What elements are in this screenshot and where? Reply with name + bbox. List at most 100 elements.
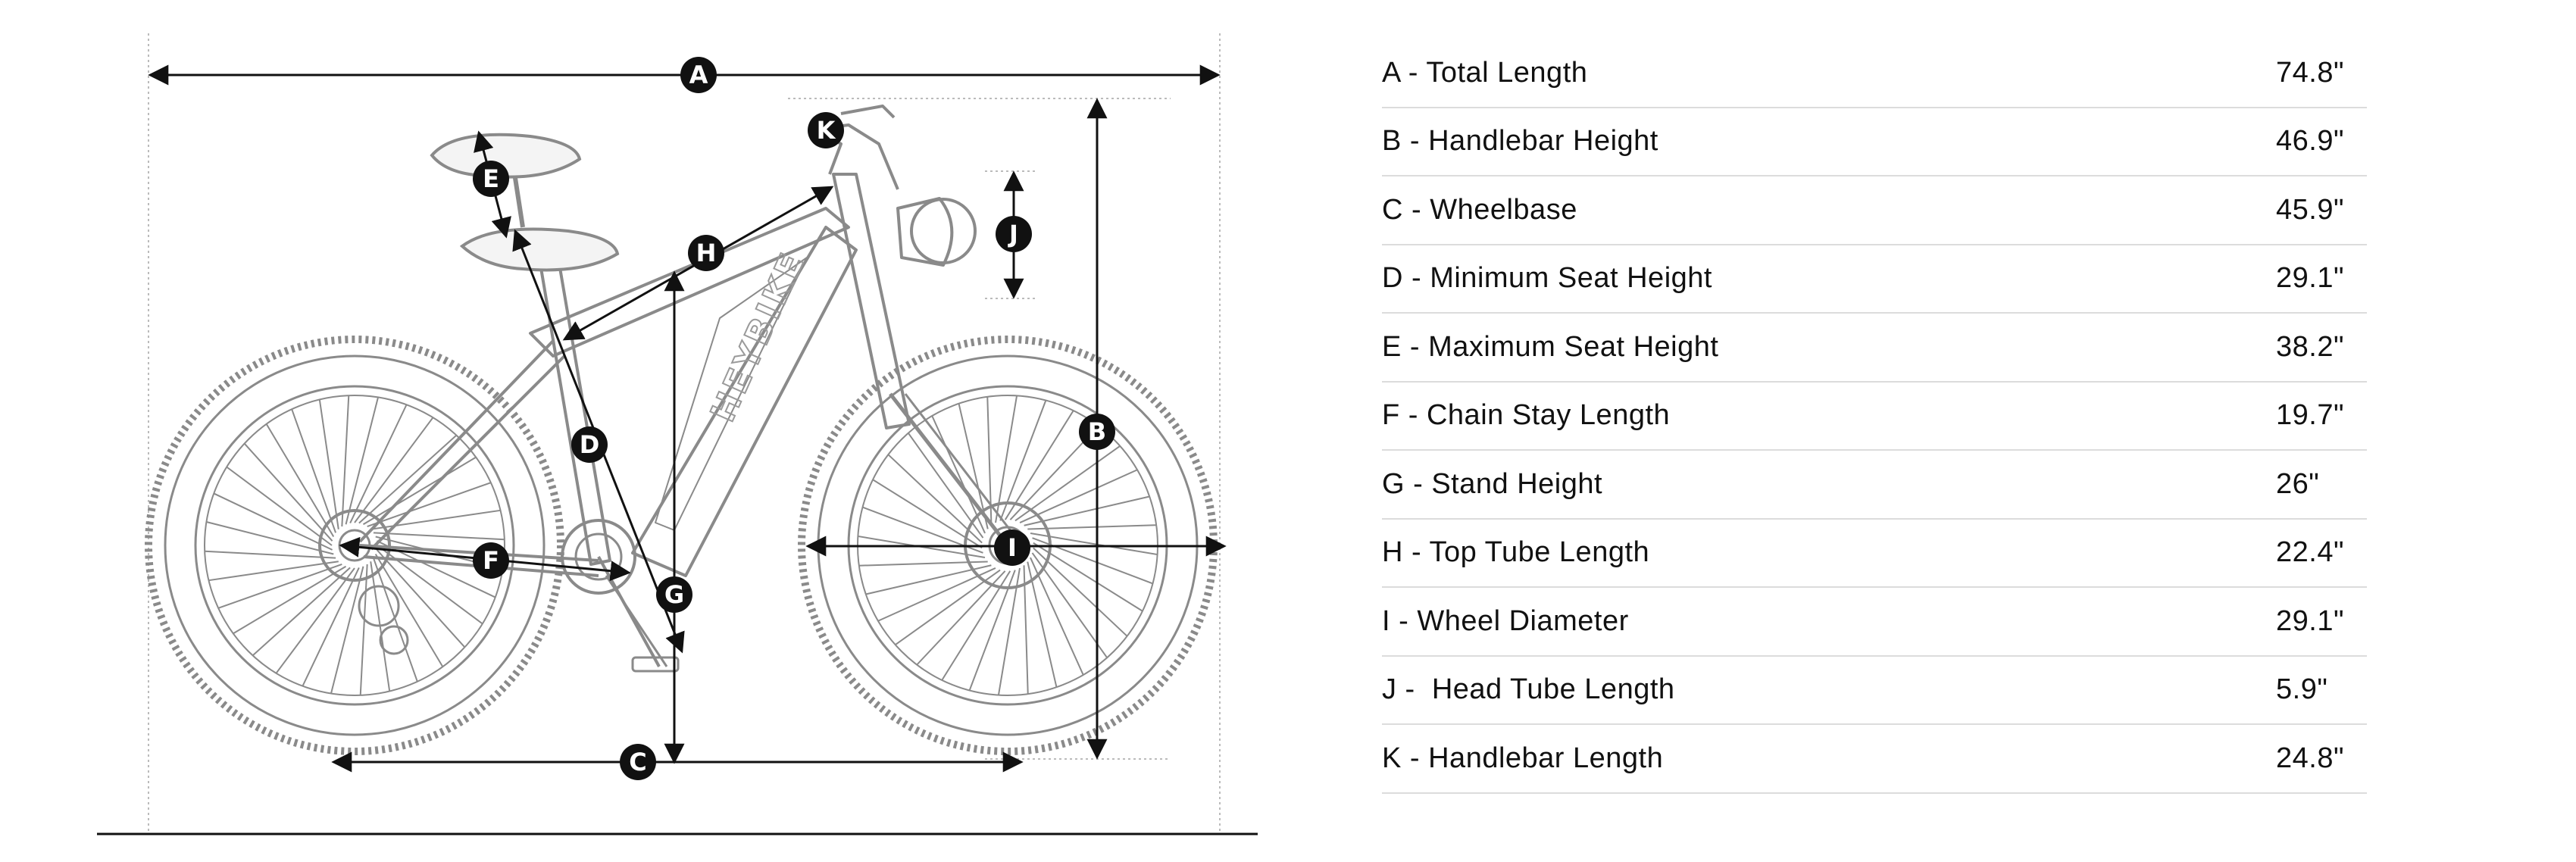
spec-row: I - Wheel Diameter 29.1" <box>1382 588 2367 657</box>
spec-label: F - Chain Stay Length <box>1382 399 1671 432</box>
spec-value: 29.1" <box>2276 262 2344 295</box>
spoke <box>1027 561 1058 688</box>
spoke <box>373 557 418 682</box>
spoke <box>243 442 333 542</box>
marker-circle <box>680 57 717 93</box>
spoke <box>997 567 1021 695</box>
spoke <box>206 521 334 555</box>
spoke <box>318 399 339 529</box>
marker-letter: H <box>696 239 717 267</box>
spoke <box>858 561 988 567</box>
spoke <box>252 567 351 657</box>
marker-circle <box>571 426 608 463</box>
marker-circle <box>808 112 844 148</box>
spec-label: J - Head Tube Length <box>1382 673 1675 706</box>
marker-letter: C <box>629 748 646 776</box>
marker-letter: G <box>664 580 684 609</box>
spoke <box>931 415 986 534</box>
spoke <box>958 403 989 529</box>
spec-value: 24.8" <box>2276 742 2344 774</box>
spoke <box>291 408 336 533</box>
marker-circle <box>996 216 1032 252</box>
spec-row: J - Head Tube Length 5.9" <box>1382 657 2367 725</box>
spoke <box>907 433 984 539</box>
marker-b: B <box>1079 414 1115 450</box>
spoke <box>916 570 1006 666</box>
spoke <box>1019 469 1138 523</box>
bike-dimension-diagram: HEYBIKE A B C D E F G H I J K <box>97 33 1258 835</box>
spec-value: 45.9" <box>2276 193 2344 226</box>
marker-letter: A <box>689 61 708 89</box>
spoke <box>345 397 379 525</box>
marker-letter: F <box>483 546 499 575</box>
marker-letter: K <box>817 116 836 145</box>
marker-circle <box>656 576 692 613</box>
spoke <box>887 454 983 544</box>
spoke <box>865 564 992 595</box>
spec-label: H - Top Tube Length <box>1382 536 1650 569</box>
spoke <box>358 434 458 524</box>
spec-label: D - Minimum Seat Height <box>1382 262 1712 295</box>
spoke <box>895 569 1001 646</box>
marker-k: K <box>808 112 844 148</box>
marker-i: I <box>994 529 1030 566</box>
spoke <box>341 395 350 527</box>
spoke <box>968 570 1016 691</box>
marker-circle <box>620 744 656 780</box>
marker-j: J <box>996 216 1032 252</box>
dimension-lines <box>148 64 1227 773</box>
spec-label: G - Stand Height <box>1382 467 1603 500</box>
spoke <box>354 417 434 523</box>
spoke <box>1023 565 1029 695</box>
saddles <box>430 133 620 272</box>
spoke <box>1004 410 1074 520</box>
spoke <box>302 567 360 687</box>
spec-value: 26" <box>2276 467 2320 500</box>
spoke <box>373 532 505 541</box>
spoke <box>205 550 336 559</box>
spoke <box>999 400 1047 521</box>
marker-letter: B <box>1088 417 1106 446</box>
spoke <box>941 570 1011 681</box>
marker-letter: I <box>1008 533 1017 562</box>
spec-label: I - Wheel Diameter <box>1382 604 1629 637</box>
spoke <box>1030 557 1084 676</box>
marker-d: D <box>571 426 608 463</box>
spoke <box>367 482 492 527</box>
frame-brand-lettering: HEYBIKE <box>703 245 813 428</box>
spec-label: E - Maximum Seat Height <box>1382 330 1719 363</box>
marker-e: E <box>473 161 509 197</box>
spec-row: H - Top Tube Length 22.4" <box>1382 520 2367 588</box>
spoke <box>995 395 1018 523</box>
spec-label: A - Total Length <box>1382 56 1588 89</box>
spoke <box>213 492 333 551</box>
spec-row: G - Stand Height 26" <box>1382 451 2367 520</box>
marker-circle <box>1079 414 1115 450</box>
marker-circle <box>688 235 724 271</box>
spoke <box>208 561 339 582</box>
spec-row: D - Minimum Seat Height 29.1" <box>1382 245 2367 314</box>
spoke <box>349 404 408 524</box>
marker-circle <box>473 542 509 579</box>
spec-value: 29.1" <box>2276 604 2344 637</box>
marker-letter: D <box>580 430 600 459</box>
spec-label: B - Handlebar Height <box>1382 125 1658 158</box>
spoke <box>330 566 364 694</box>
spoke <box>1024 495 1150 526</box>
marker-letter: E <box>483 164 499 193</box>
marker-f: F <box>473 542 509 579</box>
spec-value: 5.9" <box>2276 673 2328 706</box>
spoke <box>1033 547 1128 637</box>
marker-circle <box>994 529 1030 566</box>
spoke <box>217 564 342 609</box>
spoke <box>370 509 501 530</box>
marker-g: G <box>656 576 692 613</box>
spec-value: 22.4" <box>2276 536 2344 569</box>
